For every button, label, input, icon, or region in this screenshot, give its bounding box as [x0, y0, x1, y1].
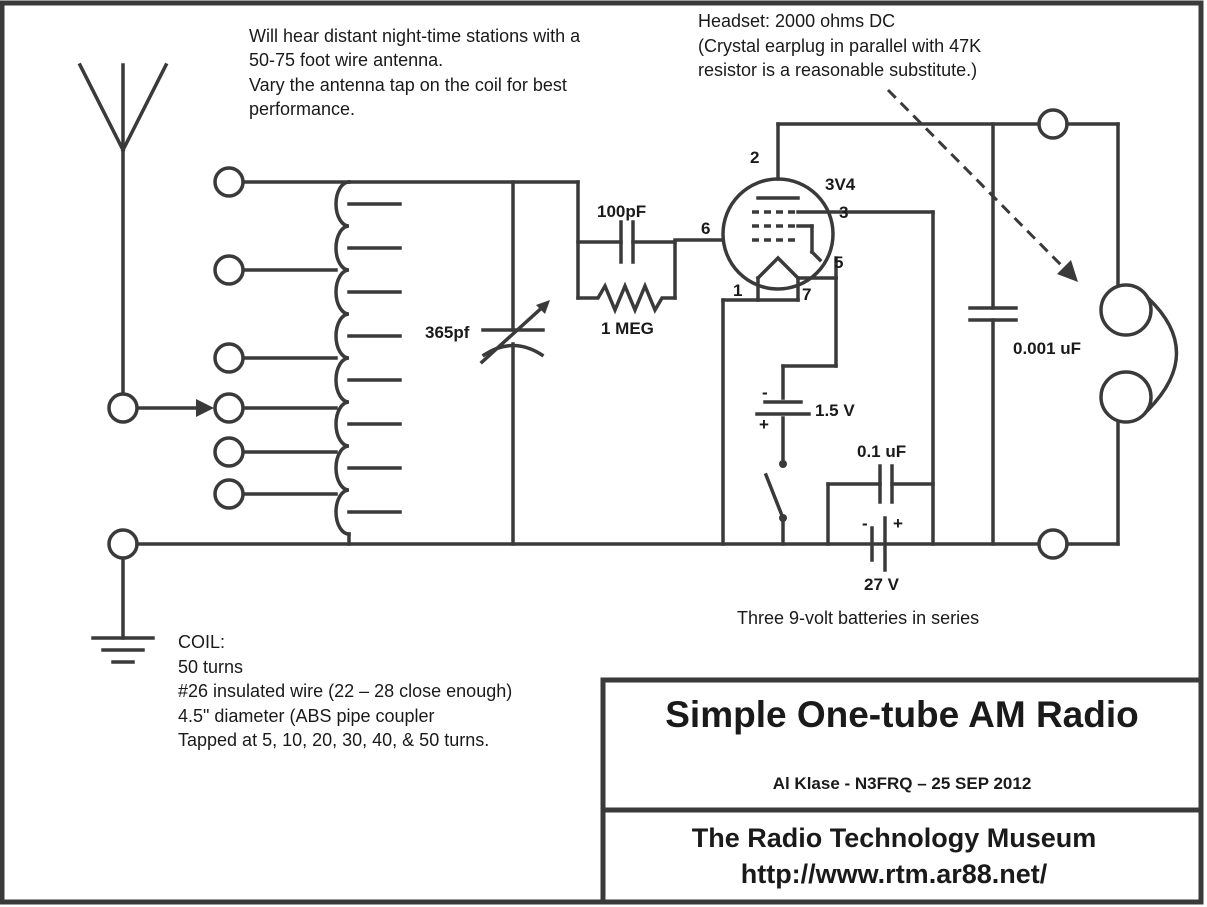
museum-name: The Radio Technology Museum: [692, 823, 1097, 853]
bypass-capacitor-label: 0.1 uF: [857, 442, 906, 461]
antenna-terminal: [107, 392, 139, 424]
plate-battery-minus: -: [862, 514, 868, 533]
headset-capacitor: [968, 122, 1018, 546]
battery-note: Three 9-volt batteries in series: [737, 608, 979, 628]
author-line: Al Klase - N3FRQ – 25 SEP 2012: [773, 774, 1032, 793]
antenna-note-4: performance.: [249, 99, 355, 119]
filament-battery: [755, 400, 811, 416]
coil-inductor: [334, 180, 402, 536]
headset-note-1: Headset: 2000 ohms DC: [698, 11, 895, 31]
headset-symbol: [1099, 283, 1179, 424]
plate-battery: [870, 516, 887, 572]
headset-terminal-top: [1037, 108, 1069, 140]
headset-terminal-bottom: [1037, 528, 1069, 560]
coil-tap-terminal-5: [213, 436, 245, 468]
filament-battery-minus: -: [762, 383, 768, 402]
tube-pin-6: 6: [701, 219, 710, 238]
coil-note-3: #26 insulated wire (22 – 28 close enough…: [178, 681, 512, 701]
tube-pin-2: 2: [750, 148, 759, 167]
coil-tap-terminal-3: [213, 342, 245, 374]
plate-battery-plus: +: [893, 514, 903, 533]
coil-note-2: 50 turns: [178, 657, 243, 677]
antenna-tap-arrow: [136, 399, 214, 417]
ground-terminal: [107, 528, 139, 560]
grid-capacitor-label: 100pF: [597, 202, 646, 221]
coil-note-4: 4.5" diameter (ABS pipe coupler: [178, 706, 435, 726]
tube-pin-5: 5: [834, 253, 843, 272]
tuning-capacitor-label: 365pf: [425, 323, 470, 342]
antenna-symbol: [77, 62, 169, 397]
museum-url: http://www.rtm.ar88.net/: [741, 859, 1048, 889]
coil-tap-terminal-2: [213, 254, 245, 286]
coil-tap-terminal-6: [213, 478, 245, 510]
coil-tap-terminal-1: [213, 166, 245, 198]
ground-symbol: [91, 556, 155, 664]
title-block: [600, 677, 1204, 905]
tube-pin-7: 7: [802, 285, 811, 304]
bypass-capacitor: [878, 464, 894, 504]
coil-note-1: COIL:: [178, 632, 225, 652]
headset-note-arrow: [886, 88, 1078, 282]
headset-note-3: resistor is a reasonable substitute.): [698, 60, 977, 80]
tube-pin-1: 1: [733, 281, 742, 300]
antenna-note-3: Vary the antenna tap on the coil for bes…: [249, 75, 567, 95]
coil-note-5: Tapped at 5, 10, 20, 30, 40, & 50 turns.: [178, 730, 489, 750]
headset-note-2: (Crystal earplug in parallel with 47K: [698, 36, 981, 56]
tube-pin-3: 3: [839, 203, 848, 222]
grid-capacitor: [576, 180, 677, 300]
diagram-title: Simple One-tube AM Radio: [665, 694, 1138, 735]
coil-tap-terminal-4: [213, 392, 245, 424]
antenna-note-2: 50-75 foot wire antenna.: [249, 50, 443, 70]
headset-capacitor-label: 0.001 uF: [1013, 339, 1081, 358]
tuning-capacitor: [479, 180, 550, 546]
plate-battery-label: 27 V: [864, 575, 900, 594]
tube-label: 3V4: [825, 175, 856, 194]
coil-taps: [213, 166, 351, 510]
vacuum-tube-3v4: [721, 122, 1042, 546]
antenna-note-1: Will hear distant night-time stations wi…: [249, 26, 581, 46]
filament-battery-label: 1.5 V: [815, 401, 855, 420]
filament-battery-plus: +: [759, 415, 769, 434]
grid-resistor-label: 1 MEG: [601, 319, 654, 338]
grid-resistor: [576, 240, 677, 315]
power-switch: [763, 460, 787, 522]
